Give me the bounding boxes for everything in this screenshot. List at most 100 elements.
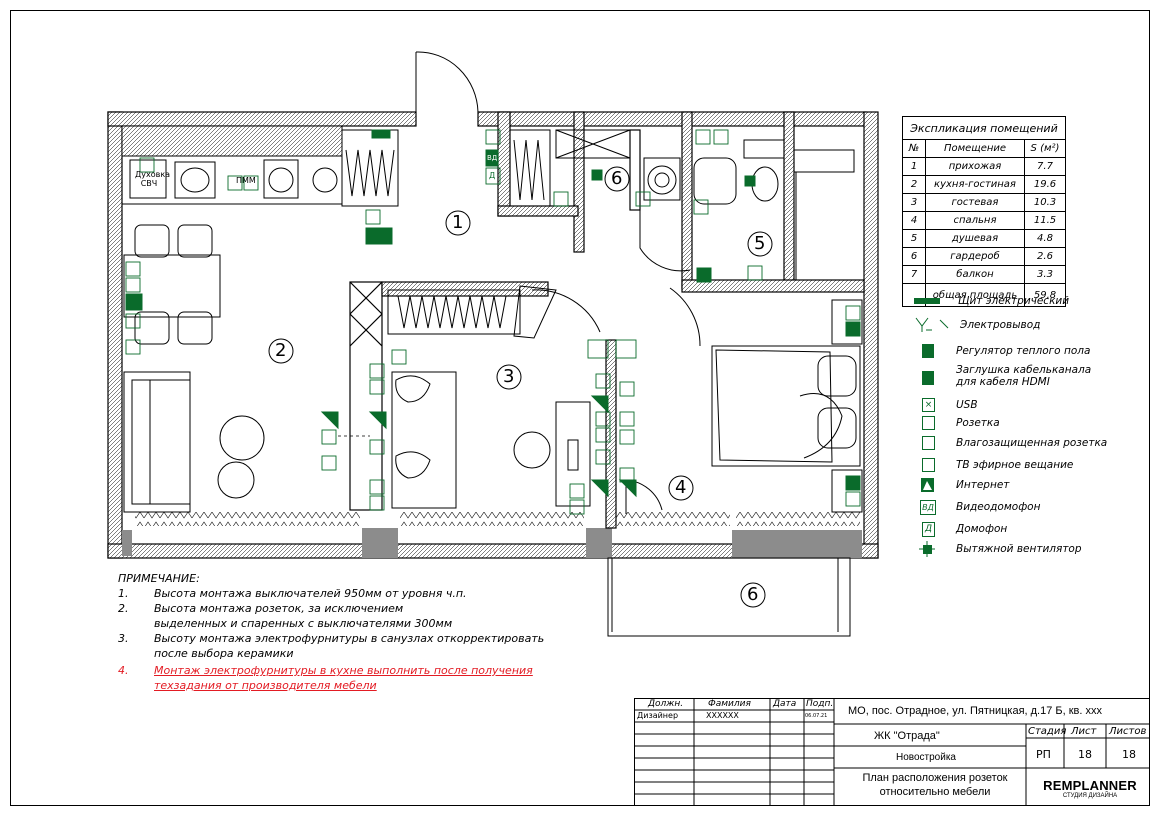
legend-label: Щит электрический (958, 295, 1070, 307)
room-number-3: 3 (503, 366, 515, 387)
total-value: 59,8 (1024, 283, 1066, 307)
stamp-designer-sign-date: 06.07.21 (805, 713, 828, 719)
total-label: общая площадь (925, 283, 1025, 307)
oven-label: Духовка СВЧ (135, 170, 171, 188)
hdmi-plug-icon (912, 367, 942, 385)
room-number-6-wardrobe: 6 (611, 168, 623, 189)
row-area: 11.5 (1024, 211, 1066, 230)
stamp-header-surname: Фамилия (708, 699, 751, 709)
room-number-5: 5 (754, 233, 766, 254)
legend-item: Вытяжной вентилятор (912, 540, 1082, 558)
row-area: 19.6 (1024, 175, 1066, 194)
stamp-header-position: Должн. (648, 699, 684, 709)
room-number-1: 1 (452, 212, 464, 233)
row-num: 7 (902, 265, 926, 284)
legend-item: Щит электрический (912, 292, 1069, 310)
table-row: 7 балкон 3.3 (902, 265, 1066, 284)
row-num: 1 (902, 157, 926, 176)
note-line: Высота монтажа розеток, за исключением (154, 602, 404, 615)
legend-item: ТВ эфирное вещание (912, 456, 1073, 474)
tv-antenna-icon (912, 456, 942, 474)
videophone-mark: ВД (487, 154, 498, 162)
usb-icon: × (912, 396, 942, 414)
note-line: техзадания от производителя мебели (154, 679, 377, 692)
title-block-grid (634, 698, 1150, 806)
socket-icon (912, 414, 942, 432)
stamp-complex: ЖК "Отрада" (874, 730, 940, 742)
legend-item: Регулятор теплого пола (912, 342, 1090, 360)
note-number: 1. (118, 587, 129, 600)
explication-table: Экспликация помещений № Помещение S (м²)… (902, 116, 1066, 307)
stamp-title-line1: План расположения розеток (862, 772, 1008, 784)
note-number: 3. (118, 632, 129, 645)
room-number-2: 2 (275, 340, 287, 361)
stamp-address: МО, пос. Отрадное, ул. Пятницкая, д.17 Б… (848, 705, 1103, 717)
room-number-4: 4 (675, 477, 687, 498)
intercom-icon: Д (912, 520, 942, 538)
explication-header-area: S (м²) (1024, 139, 1066, 158)
stamp-designer-role: Дизайнер (637, 711, 679, 720)
outer-walls (107, 111, 879, 559)
table-row: 1 прихожая 7.7 (902, 157, 1066, 176)
explication-header-room: Помещение (925, 139, 1025, 158)
exhaust-fan-icon (912, 540, 942, 558)
stamp-header-sign: Подп. (806, 699, 834, 709)
floor-heating-regulator-icon (912, 342, 942, 360)
row-room: душевая (925, 229, 1025, 248)
notes-title: ПРИМЕЧАНИЕ: (118, 572, 200, 585)
note-number: 2. (118, 602, 129, 615)
legend-item: × USB (912, 396, 978, 414)
legend-label: Влагозащищенная розетка (956, 437, 1108, 449)
remplanner-logo: REMPLANNER СТУДИЯ ДИЗАЙНА (1032, 778, 1148, 799)
legend-label: Видеодомофон (956, 501, 1041, 513)
drawing-sheet-frame (10, 10, 1150, 806)
legend-item: ВД Видеодомофон (912, 498, 1040, 516)
row-room: гардероб (925, 247, 1025, 266)
note-number: 4. (118, 664, 129, 677)
row-room: кухня-гостиная (925, 175, 1025, 194)
row-num: 6 (902, 247, 926, 266)
legend-label: Регулятор теплого пола (956, 345, 1091, 357)
legend-item: Заглушка кабельканала для кабеля HDMI (912, 364, 1091, 388)
internet-icon (912, 476, 942, 494)
note-line: после выбора керамики (154, 647, 294, 660)
row-area: 10.3 (1024, 193, 1066, 212)
note-line: выделенных и спаренных с выключателями 3… (154, 617, 453, 630)
legend-item: Влагозащищенная розетка (912, 434, 1107, 452)
stamp-header-date: Дата (773, 699, 797, 709)
legend-label: Электровывод (960, 319, 1041, 331)
stamp-title-line2: относительно мебели (879, 786, 991, 798)
row-room: спальня (925, 211, 1025, 230)
wire-outlet-icon (912, 316, 949, 334)
title-block: Должн. Фамилия Дата Подп. Дизайнер XXXXX… (634, 698, 1150, 806)
legend-label: Розетка (956, 417, 1000, 429)
legend-label: Заглушка кабельканала для кабеля HDMI (956, 364, 1092, 388)
row-area: 7.7 (1024, 157, 1066, 176)
row-area: 2.6 (1024, 247, 1066, 266)
legend-item: Электровывод (912, 316, 1040, 334)
row-room: балкон (925, 265, 1025, 284)
row-num: 3 (902, 193, 926, 212)
stamp-designer-name: XXXXXX (706, 711, 739, 720)
stamp-sheets: 18 (1122, 748, 1136, 761)
legend-label: Домофон (956, 523, 1008, 535)
note-line: Высоту монтажа электрофурнитуры в санузл… (154, 632, 545, 645)
stamp-sheet-label: Лист (1071, 726, 1097, 737)
stamp-sheets-label: Листов (1109, 726, 1147, 737)
legend-label: Интернет (956, 479, 1010, 491)
note-line: Монтаж электрофурнитуры в кухне выполнит… (154, 664, 533, 677)
row-num: 4 (902, 211, 926, 230)
note-line: Высота монтажа выключателей 950мм от уро… (154, 587, 467, 600)
waterproof-socket-icon (912, 434, 942, 452)
legend-item: Розетка (912, 414, 1000, 432)
logo-main-text: REMPLANNER (1043, 778, 1137, 793)
row-num: 5 (902, 229, 926, 248)
videophone-icon: ВД (912, 498, 942, 516)
explication-title: Экспликация помещений (902, 116, 1066, 140)
stamp-stage-label: Стадия (1028, 726, 1067, 737)
row-num: 2 (902, 175, 926, 194)
legend-label: Вытяжной вентилятор (956, 543, 1082, 555)
table-row: 5 душевая 4.8 (902, 229, 1066, 248)
explication-header-num: № (902, 139, 926, 158)
